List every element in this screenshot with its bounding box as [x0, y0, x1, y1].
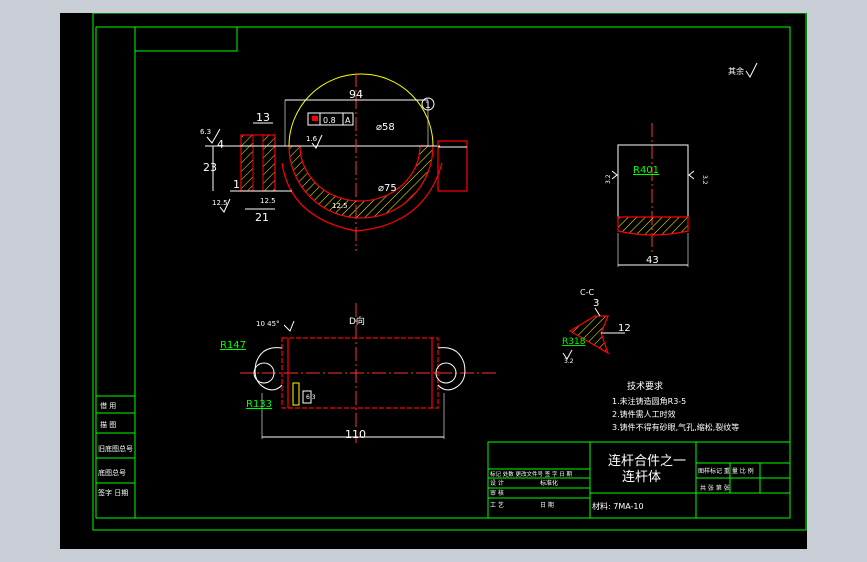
roughness-note: 其余	[728, 66, 744, 76]
top-left-box	[134, 26, 238, 52]
strip-text-4: 底图总号	[98, 468, 126, 477]
tb-left-row3a: 审 核	[490, 489, 504, 497]
side-dim-width: 43	[646, 255, 659, 266]
cad-drawing: 借 用 描 图 旧底图总号 底图总号 签字 日期 其余 94 13 23	[92, 12, 807, 531]
tech-requirements: 技术要求 1.未注铸造圆角R3-5 2.铸件需人工时效 3.铸件不得有砂眼,气孔…	[612, 380, 739, 432]
dim-height: 23	[203, 161, 217, 174]
drawing-canvas: 借 用 描 图 旧底图总号 底图总号 签字 日期 其余 94 13 23	[60, 12, 807, 549]
side-radius: R401	[633, 165, 659, 176]
strip-text-3: 旧底图总号	[98, 444, 133, 453]
strip-text-1: 借 用	[100, 401, 116, 410]
front-surface-note: 10 45°	[256, 320, 280, 328]
side-roughness-left: 3.2	[605, 174, 612, 184]
tb-left-row2a: 设 计	[490, 479, 504, 487]
tech-item-2: 2.铸件需人工时效	[612, 409, 676, 419]
dim-left: 4	[217, 138, 224, 151]
dim-bottom: 21	[255, 211, 269, 224]
tolerance-frame	[307, 112, 354, 126]
title-line-1: 连杆合件之一	[608, 453, 686, 469]
inner-frame	[95, 26, 791, 519]
dim-small: 1	[233, 178, 240, 191]
section-label: D向	[349, 315, 365, 327]
left-lug	[254, 347, 283, 391]
side-section	[617, 216, 689, 236]
strip-text-5: 签字 日期	[98, 488, 128, 497]
front-view: D向 110 R147 R133 10 45° 6.3	[220, 303, 498, 443]
side-view: 43 R401 3.2 3.2	[605, 123, 708, 267]
tb-left-row1: 标记 处数 更改文件号 签 字 日 期	[490, 470, 572, 478]
roughness-4: 12.5	[260, 197, 276, 205]
detail-radius: R318	[562, 337, 586, 347]
right-lug	[437, 347, 466, 391]
front-radius-bottom: R133	[246, 399, 272, 410]
balloon-number: 1	[425, 101, 431, 111]
balloon	[421, 97, 435, 111]
outer-frame	[92, 12, 807, 531]
front-radius-left: R147	[220, 340, 246, 351]
detail-roughness: 3.2	[564, 358, 574, 365]
right-lug-hole	[435, 362, 457, 384]
front-body	[281, 337, 439, 409]
detail-dim-right: 12	[618, 323, 631, 334]
ring-outer	[288, 73, 434, 147]
roughness-3: 12.5	[212, 199, 228, 207]
tb-right-head: 图样标记 重 量 比 例	[698, 467, 754, 475]
side-body	[617, 144, 689, 218]
tb-right-sub: 共 张 第 张	[700, 484, 730, 492]
tech-title: 技术要求	[627, 380, 663, 392]
detail-label: C-C	[580, 288, 594, 297]
detail-section	[568, 315, 610, 355]
roughness-2: 1.6	[306, 135, 318, 143]
roughness-1: 6.3	[200, 128, 211, 136]
tech-item-3: 3.铸件不得有砂眼,气孔,缩松,裂纹等	[612, 422, 739, 432]
outer-dia: ⌀75	[378, 183, 397, 194]
front-dim-length: 110	[345, 428, 366, 441]
ring-section	[288, 145, 434, 219]
right-boss	[437, 140, 468, 192]
front-roughness: 6.3	[306, 394, 316, 401]
dim-offset: 13	[256, 111, 270, 124]
roughness-note-symbol	[745, 62, 758, 78]
tolerance-value: 0.8	[323, 116, 336, 125]
detail-dim-top: 3	[593, 298, 599, 309]
strip-text-2: 描 图	[100, 420, 116, 429]
material: 材料: 7MA-10	[592, 501, 644, 511]
tech-item-1: 1.未注铸造圆角R3-5	[612, 396, 686, 406]
roughness-5: 12.5	[332, 202, 348, 210]
tb-left-row2b: 标准化	[540, 479, 558, 487]
title-block: 连杆合件之一 连杆体 材料: 7MA-10 标记 处数 更改文件号 签 字 日 …	[487, 441, 791, 519]
top-view: 94 13 23 1 4 21 ⌀58 ⌀75 1 0.8 A 6.3 1.6 …	[200, 73, 468, 251]
title-line-2: 连杆体	[622, 469, 661, 485]
tb-left-row4a: 工 艺	[490, 501, 504, 509]
dim-width: 94	[349, 88, 363, 101]
side-strip: 借 用 描 图 旧底图总号 底图总号 签字 日期	[95, 395, 136, 519]
bore-dia: ⌀58	[376, 122, 395, 133]
tolerance-datum: A	[345, 116, 351, 125]
side-roughness-right: 3.2	[701, 175, 708, 185]
detail-view: C-C 3 12 R318 3.2	[562, 288, 631, 365]
tb-left-row4b: 日 期	[540, 501, 554, 509]
left-lug-hole	[253, 362, 275, 384]
